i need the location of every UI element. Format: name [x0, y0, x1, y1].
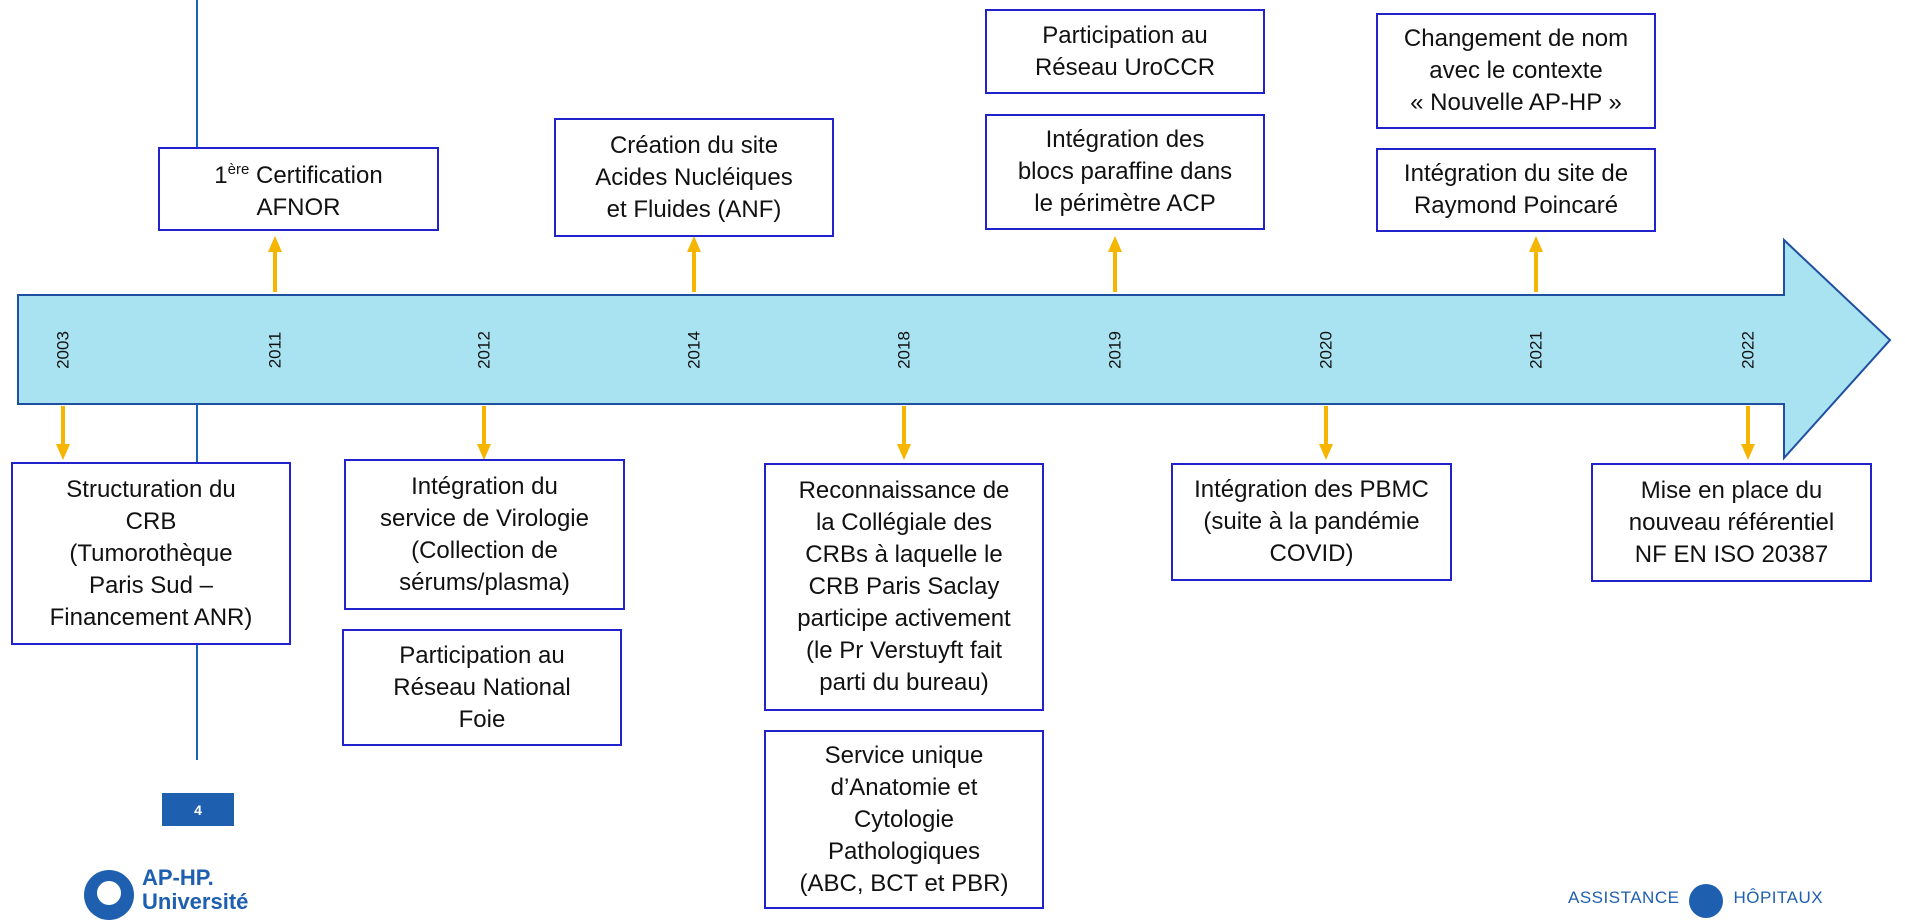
- connector-arrow-2012: [477, 406, 491, 460]
- aphp-logo-text: AP-HP. Université: [142, 865, 249, 914]
- year-labels: 2003 2011 2012 2014 2018 2019 2020 2021 2022: [54, 331, 1758, 369]
- event-card-poincare: Intégration du site de Raymond Poincaré: [1376, 148, 1656, 232]
- year-label-2012: 2012: [475, 331, 494, 369]
- year-label-2021: 2021: [1527, 331, 1546, 369]
- event-card-anf: Création du site Acides Nucléiques et Fl…: [554, 118, 834, 237]
- connector-arrow-2020: [1319, 406, 1333, 460]
- year-label-2014: 2014: [685, 331, 704, 369]
- event-card-iso: Mise en place du nouveau référentiel NF …: [1591, 463, 1872, 582]
- connector-arrow-2019: [1108, 236, 1122, 292]
- year-label-2011: 2011: [266, 332, 285, 369]
- aphp-logo-icon-right: [1689, 884, 1724, 918]
- assistance-hopitaux-logo: ASSISTANCE HÔPITAUX: [1568, 884, 1824, 918]
- aphp-logo-icon: [84, 870, 134, 920]
- vertical-guide-line-top: [196, 0, 198, 184]
- event-card-structuration: Structuration du CRB (Tumorothèque Paris…: [11, 462, 291, 645]
- connector-arrow-2018: [897, 406, 911, 460]
- event-card-collegiale: Reconnaissance de la Collégiale des CRBs…: [764, 463, 1044, 711]
- connector-arrow-2021: [1529, 236, 1543, 292]
- event-card-pbmc: Intégration des PBMC (suite à la pandémi…: [1171, 463, 1452, 581]
- aphp-universite-logo: AP-HP. Université: [84, 866, 248, 920]
- year-label-2019: 2019: [1106, 331, 1125, 369]
- event-card-paraffine: Intégration des blocs paraffine dans le …: [985, 114, 1265, 230]
- year-label-2020: 2020: [1317, 331, 1336, 369]
- connector-arrow-2003: [56, 406, 70, 460]
- connector-arrow-2011: [268, 236, 282, 292]
- year-label-2022: 2022: [1739, 331, 1758, 369]
- event-card-foie: Participation au Réseau National Foie: [342, 629, 622, 746]
- event-afnor-text: 1ère Certification AFNOR: [214, 161, 383, 221]
- event-card-nom: Changement de nom avec le contexte « Nou…: [1376, 13, 1656, 129]
- event-card-urocc: Participation au Réseau UroCCR: [985, 9, 1265, 94]
- logo-right-text-a: ASSISTANCE: [1568, 888, 1680, 907]
- connector-arrow-2022: [1741, 406, 1755, 460]
- year-label-2003: 2003: [54, 331, 73, 369]
- timeline-arrow: [17, 237, 1892, 461]
- event-card-acp: Service unique d’Anatomie et Cytologie P…: [764, 730, 1044, 909]
- connectors: [56, 236, 1755, 460]
- slide-number: 4: [162, 793, 234, 826]
- event-card-virologie: Intégration du service de Virologie (Col…: [344, 459, 625, 610]
- connector-arrow-2014: [687, 236, 701, 292]
- year-label-2018: 2018: [895, 331, 914, 369]
- logo-right-text-b: HÔPITAUX: [1733, 888, 1824, 907]
- event-card-afnor: 1ère Certification AFNOR: [158, 147, 439, 231]
